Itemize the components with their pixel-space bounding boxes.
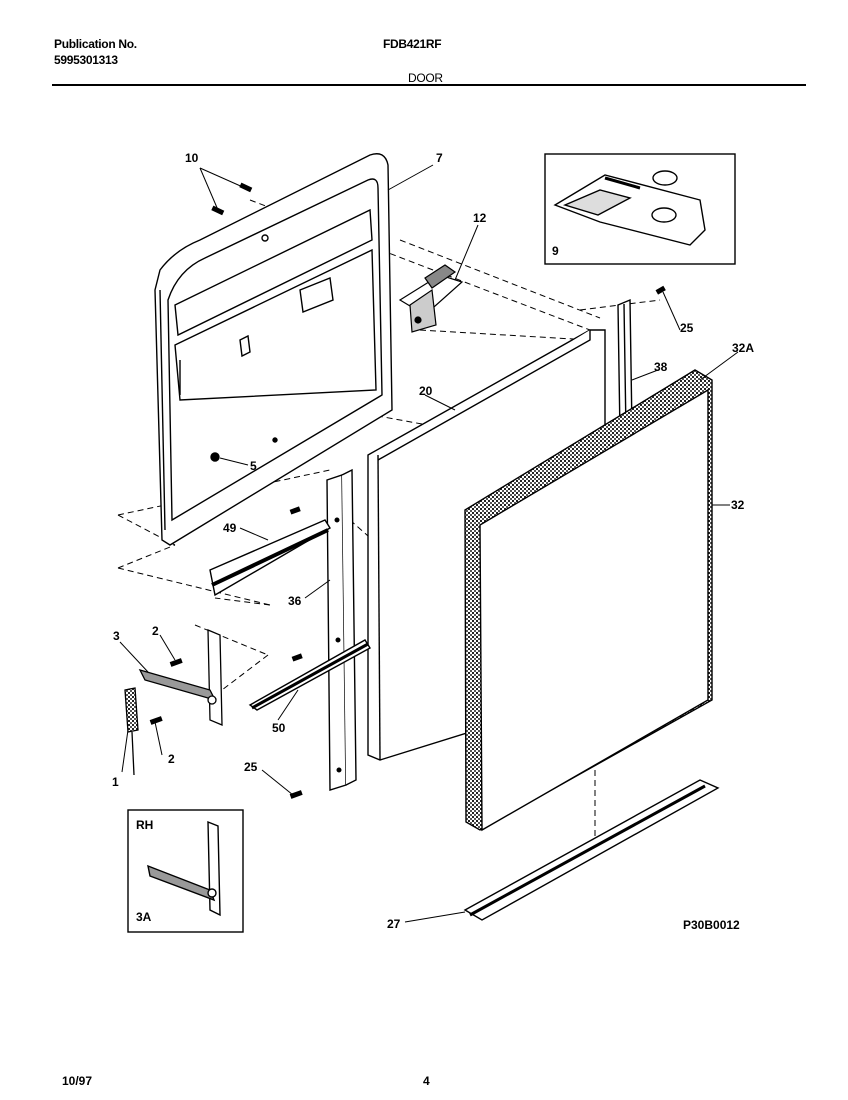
callout-36: 36 xyxy=(288,594,302,608)
callout-49: 49 xyxy=(223,521,237,535)
bottom-trim-27 xyxy=(463,779,720,921)
hinge-3 xyxy=(138,629,223,726)
model-number: FDB421RF xyxy=(383,37,442,51)
callout-5: 5 xyxy=(250,459,257,473)
publication-number: 5995301313 xyxy=(54,53,118,67)
figure-code: P30B0012 xyxy=(683,918,740,932)
callout-3: 3 xyxy=(113,629,120,643)
screw-2 xyxy=(149,658,183,725)
callout-27: 27 xyxy=(387,917,401,931)
page-number: 4 xyxy=(423,1074,430,1088)
callout-2-top: 2 xyxy=(152,624,159,638)
callout-38: 38 xyxy=(654,360,668,374)
callout-32a: 32A xyxy=(732,341,754,355)
callout-50: 50 xyxy=(272,721,286,735)
screw-10 xyxy=(211,182,253,216)
callout-25-bottom: 25 xyxy=(244,760,258,774)
hinge-inset-3a xyxy=(127,809,244,933)
callout-10: 10 xyxy=(185,151,199,165)
callout-3a: 3A xyxy=(136,910,152,924)
callout-2-bottom: 2 xyxy=(168,752,175,766)
callout-20: 20 xyxy=(419,384,433,398)
inner-door-panel xyxy=(154,153,393,546)
spring-1 xyxy=(124,687,139,776)
switch-assembly-12 xyxy=(398,264,464,333)
inset-label-rh: RH xyxy=(136,818,153,832)
trim-strip-50 xyxy=(248,639,371,711)
trim-strip-49 xyxy=(209,519,331,597)
footer-date: 10/97 xyxy=(62,1074,93,1088)
leader-lines xyxy=(119,164,739,923)
section-title: DOOR xyxy=(408,71,443,85)
callout-7: 7 xyxy=(436,151,443,165)
publication-label: Publication No. xyxy=(54,37,137,51)
header-rule xyxy=(52,84,806,86)
door-panel-32 xyxy=(464,369,713,832)
dispenser-inset-9 xyxy=(544,153,736,265)
callout-1: 1 xyxy=(112,775,119,789)
screw-25 xyxy=(289,285,666,799)
callout-25-top: 25 xyxy=(680,321,694,335)
side-trim-36 xyxy=(326,468,357,791)
callout-9: 9 xyxy=(552,244,559,258)
callout-32: 32 xyxy=(731,498,745,512)
callout-12: 12 xyxy=(473,211,487,225)
